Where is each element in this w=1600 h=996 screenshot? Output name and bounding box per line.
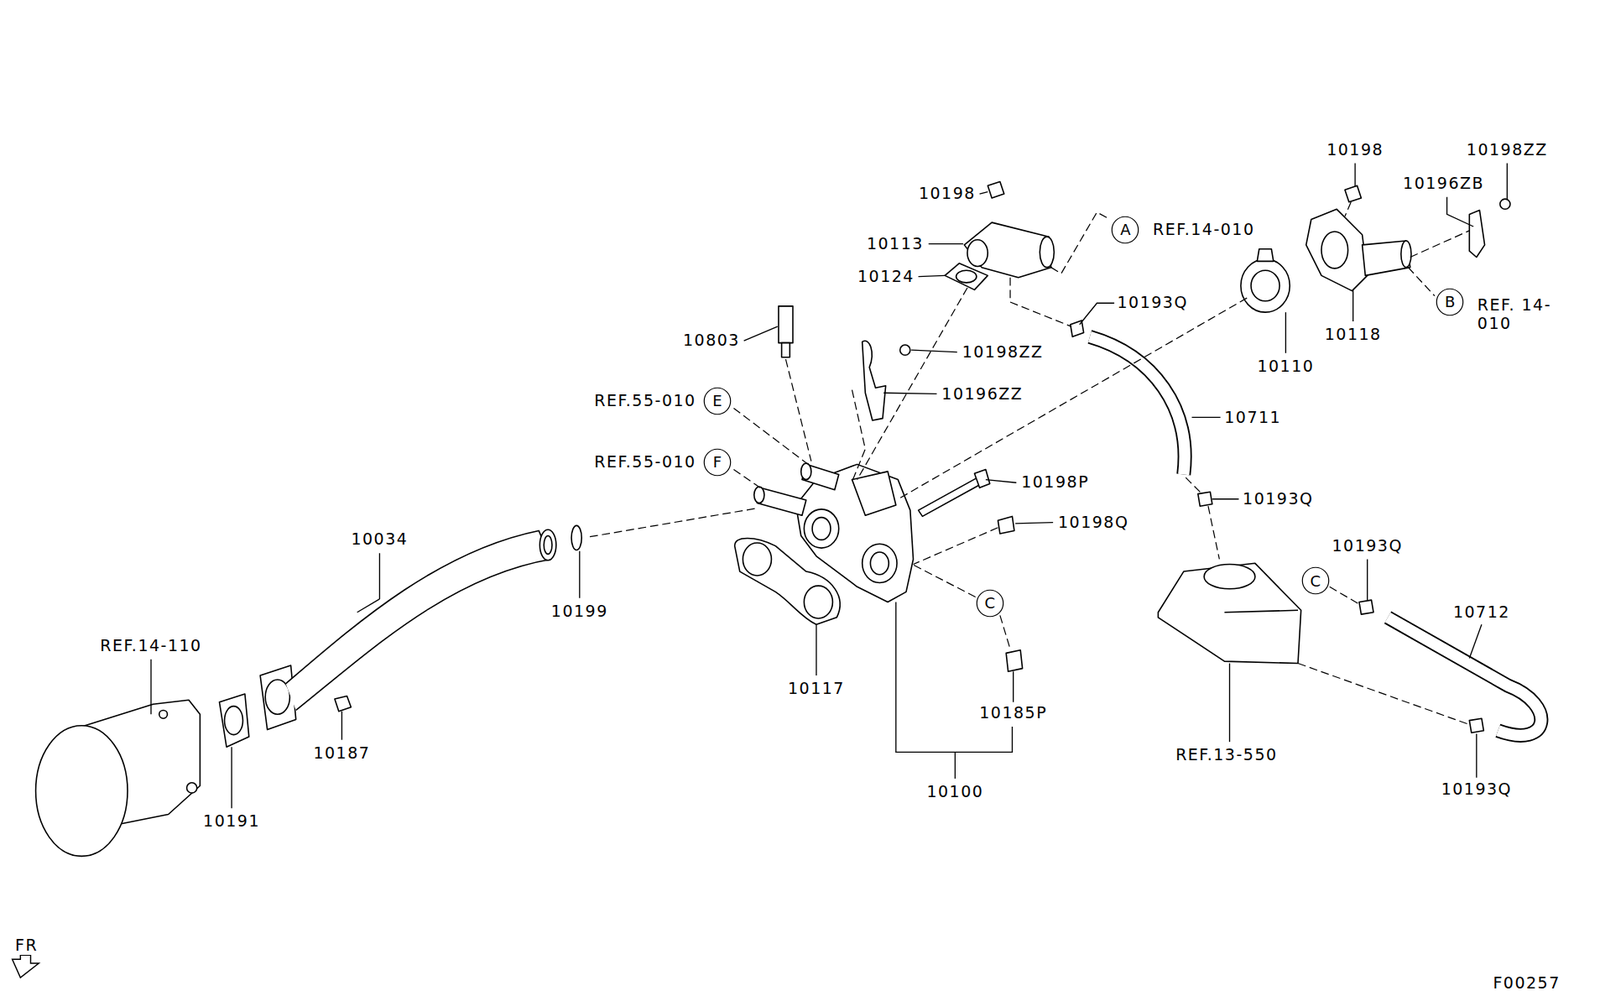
- callout-circle: C: [975, 588, 1005, 618]
- callout-letter: C: [975, 588, 1005, 618]
- reference-label: REF.55-010: [593, 391, 697, 411]
- callout-circle: A: [1110, 215, 1140, 245]
- callout-circle: C: [1301, 566, 1330, 595]
- part-number: 10198ZZ: [961, 343, 1045, 362]
- callout-letter: E: [703, 386, 732, 416]
- part-number: 10193Q: [1331, 536, 1404, 556]
- part-number: 10711: [1223, 408, 1283, 428]
- reference-label: REF.13-550: [1174, 745, 1278, 765]
- reference-label: REF.55-010: [593, 453, 697, 472]
- reference-label: REF.14-010: [1151, 220, 1256, 240]
- callout-letter: B: [1435, 287, 1465, 317]
- part-number: 10185P: [978, 703, 1048, 723]
- callout-letter: C: [1301, 566, 1330, 595]
- part-number: 10117: [786, 679, 846, 699]
- callout-circle: B: [1435, 287, 1465, 317]
- reference-label: REF.14-110: [99, 636, 203, 656]
- part-number: 10196ZZ: [940, 385, 1024, 404]
- part-number: 10196ZB: [1401, 174, 1486, 193]
- part-number: 10198Q: [1057, 513, 1130, 532]
- part-number: 10113: [865, 234, 925, 254]
- part-number: 10191: [202, 812, 261, 831]
- part-number: 10712: [1452, 603, 1512, 622]
- callout-circle: F: [703, 448, 732, 477]
- part-number: 10034: [349, 530, 409, 549]
- part-number: 10198: [1325, 140, 1385, 160]
- part-number: FR: [14, 936, 39, 955]
- part-number: 10803: [682, 331, 741, 350]
- part-number: 10193Q: [1116, 293, 1189, 313]
- part-number: 10198ZZ: [1465, 140, 1549, 160]
- callout-circle: E: [703, 386, 732, 416]
- part-number: 10198P: [1020, 473, 1090, 492]
- part-number: 10118: [1323, 325, 1383, 344]
- part-number: 10199: [550, 602, 610, 621]
- reference-label: REF. 14-010: [1476, 296, 1576, 334]
- part-number: F00257: [1491, 974, 1561, 993]
- part-number: 10187: [312, 744, 371, 763]
- part-number: 10110: [1256, 357, 1315, 376]
- callout-letter: F: [703, 448, 732, 477]
- part-number: 10198: [917, 184, 977, 204]
- part-number: 10124: [856, 267, 916, 287]
- part-number: 10100: [925, 782, 985, 802]
- part-number: 10193Q: [1440, 780, 1513, 799]
- callout-letter: A: [1110, 215, 1140, 245]
- part-number: 10193Q: [1241, 489, 1314, 509]
